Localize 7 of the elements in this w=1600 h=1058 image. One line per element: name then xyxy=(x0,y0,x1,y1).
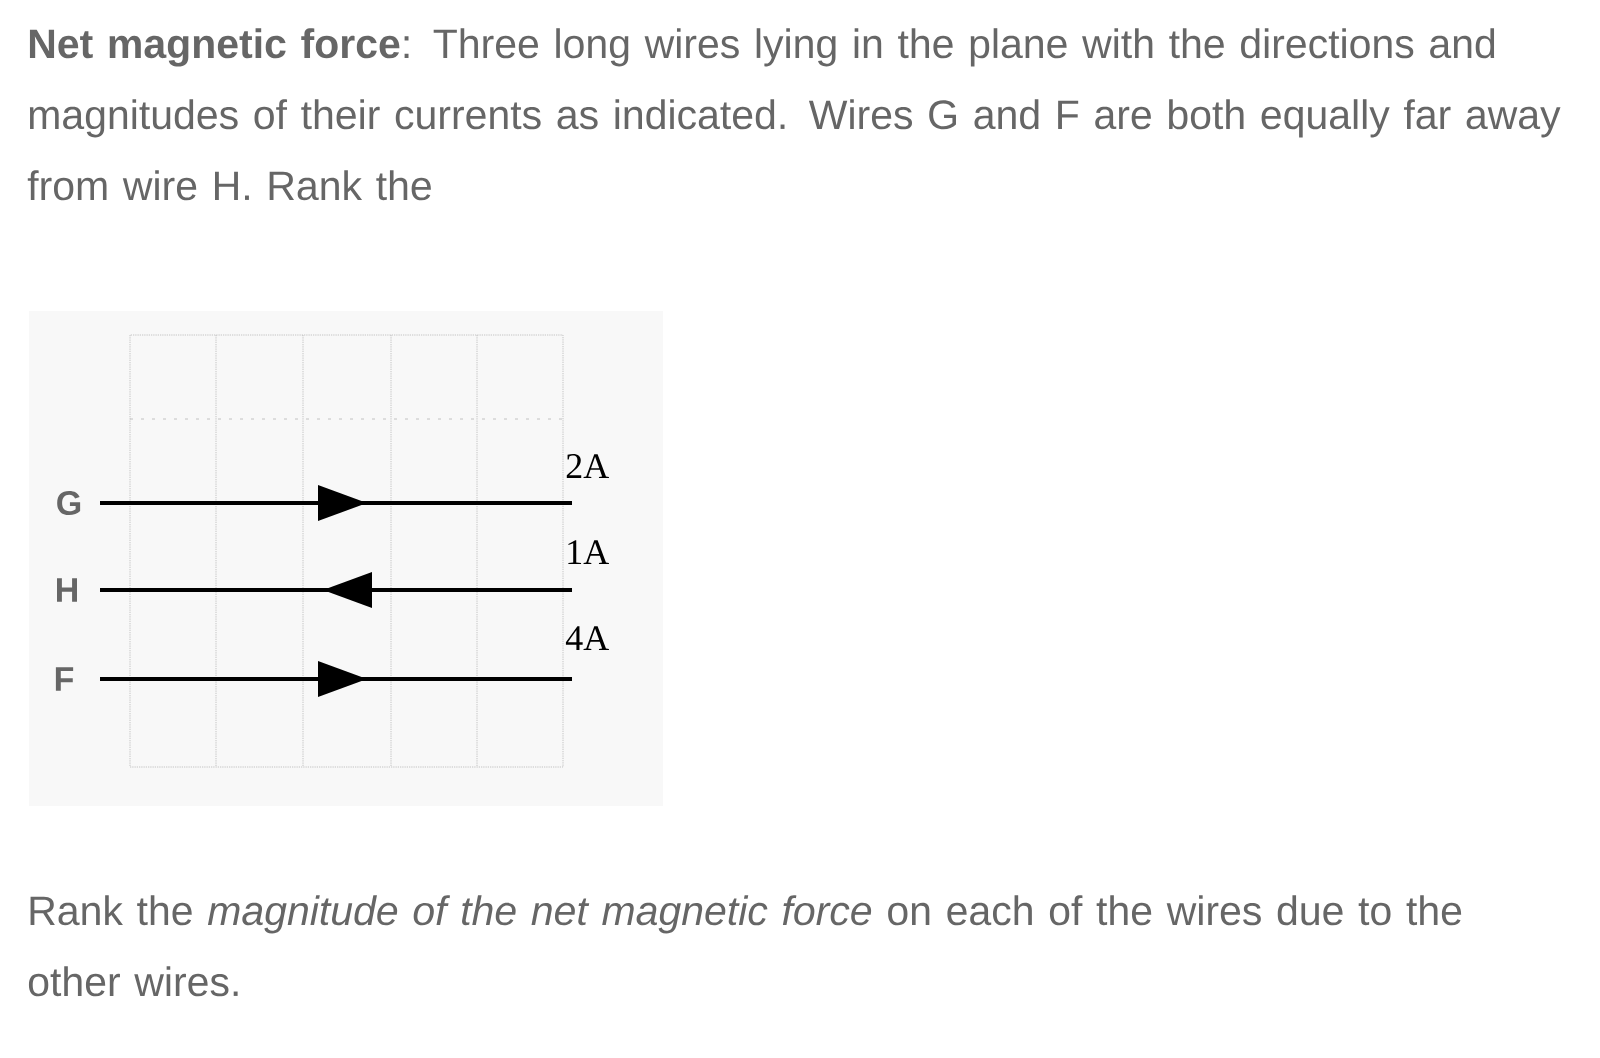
current-label: 4A xyxy=(565,626,609,650)
wire-label: F xyxy=(51,665,77,693)
current-label: 2A xyxy=(566,454,609,478)
question-text: Net magnetic force: Three long wires lying in the plane with the directions and magnitudes of their currents as indicated. Wires G and F are both equally far away from wire H. Rank the xyxy=(27,28,1561,201)
question-text: Rank the magnitude of the net magnetic force on each of the wires due to the other wires. xyxy=(28,895,1462,997)
current-label: 1A xyxy=(568,540,609,564)
wire-label: H xyxy=(52,576,82,604)
